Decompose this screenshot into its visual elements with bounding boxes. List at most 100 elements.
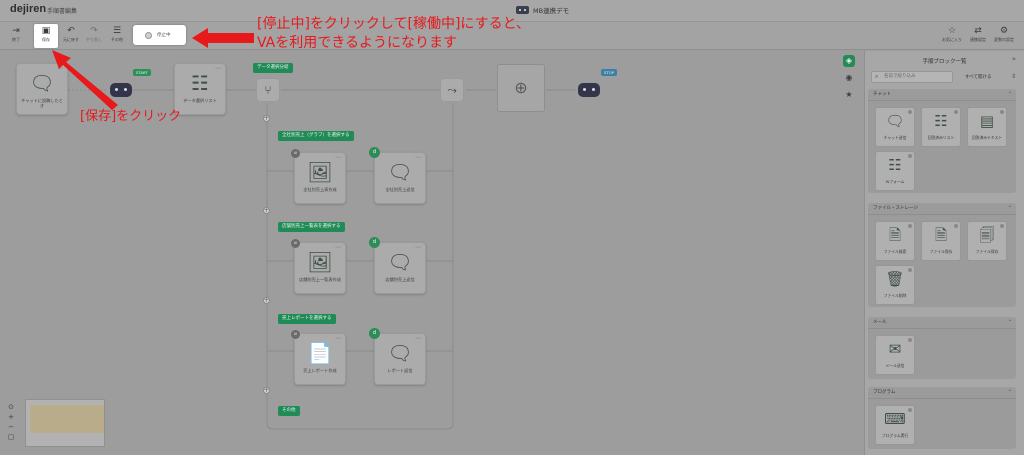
undo-button[interactable]: ↶ 元に戻す [59,24,83,48]
undo-icon: ↶ [67,26,75,36]
insert-plus-icon[interactable]: + [263,387,270,394]
chat-bubble-icon: 🗨 [387,250,413,274]
more-icon[interactable]: ⋯ [415,154,421,161]
file-copy-icon: 🗐 [979,226,995,244]
insert-plus-icon[interactable]: + [263,115,270,122]
terminal-icon: ⌨ [884,410,906,428]
editor-toolbar: ⇥ 終了 ▣ 保存 ↶ 元に戻す ↷ やり直し ☰ その他 停止中 ☆ お気に入… [0,22,1024,50]
variable-settings-button[interactable]: ⚙ 変数の設定 [994,26,1014,42]
file-download-icon: 🗎 [934,226,948,244]
node-store-sales-create[interactable]: AI ⋯ 🖼 店舗別売上一覧表作成 [291,239,346,294]
ai-badge: AI [291,149,300,158]
node-chat-trigger[interactable]: ⋯ 🗨 チャットに投稿したとき [16,63,68,115]
exit-icon: ⇥ [12,26,20,36]
process-settings-button[interactable]: ⇄ 連携設定 [966,24,990,48]
star-icon: ☆ [947,26,957,36]
category-header[interactable]: ファイル・ストレージ ˄ [868,203,1016,215]
other-menu-button[interactable]: ☰ その他 [105,24,129,48]
insert-plus-icon[interactable]: + [263,207,270,214]
node-sales-report-create[interactable]: AI ⋯ 📄 売上レポート作成 [291,330,346,385]
block-file-delete[interactable]: 🗑 ファイル削除 [875,265,915,305]
dejiren-badge-icon: d [369,237,380,248]
data-branch-label[interactable]: データ選択分岐 [253,63,293,73]
block-file-store[interactable]: 🗐 ファイル保存 [967,221,1007,261]
collapse-icon[interactable]: » [1011,55,1016,63]
minimap-viewport[interactable] [30,405,104,433]
end-tag: STOP [601,69,618,76]
workflow-title[interactable]: MB連携デモ [516,5,569,15]
more-icon[interactable]: ⋯ [335,244,341,251]
block-mail-send[interactable]: ✉ メール送信 [875,335,915,375]
zoom-out-button[interactable]: − [8,423,14,431]
annotation-status-hint: [停止中]をクリックして[稼働中]にすると、 VAを利用できるようになります [257,16,531,51]
expand-all-link[interactable]: すべて開ける [965,75,992,80]
node-company-sales-reply[interactable]: d ⋯ 🗨 全社別売上返信 [369,147,426,204]
block-answered-text[interactable]: ▤ 回答済みテキスト [967,107,1007,147]
node-data-list[interactable]: ⋯ ☷ データ選択リスト [174,63,226,115]
block-program-run[interactable]: ⌨ プログラム実行 [875,405,915,445]
chevron-up-icon[interactable]: ˄ [1008,92,1012,98]
exit-button[interactable]: ⇥ 終了 [4,24,28,48]
menu-lines-icon: ☰ [112,26,122,36]
add-block-slot[interactable]: ⊕ [497,64,545,112]
app-logo[interactable]: dejiren [10,3,47,15]
variable-icon: ⚙ [999,26,1009,36]
category-header[interactable]: プログラム ˄ [868,387,1016,399]
toggle-knob [145,32,152,39]
bot-start-icon [110,83,132,97]
swap-arrows-icon: ⇄ [974,26,982,36]
chevron-up-icon[interactable]: ˄ [1008,390,1012,396]
lock-icon[interactable]: ▢ [7,433,15,441]
annotation-save-hint: [保存]をクリック [80,109,182,124]
chevron-up-icon[interactable]: ˄ [1008,206,1012,212]
star-icon[interactable]: ★ [845,90,853,99]
node-store-sales-reply[interactable]: d ⋯ 🗨 店舗別売上返信 [369,237,426,294]
bot-end-icon [578,83,600,97]
category-header[interactable]: メール ˄ [868,317,1016,329]
cube-icon[interactable]: ◈ [843,55,855,67]
favorites-button[interactable]: ☆ お気に入り [942,26,962,42]
chevron-up-icon[interactable]: ˄ [1008,320,1012,326]
connector-lines [68,89,576,430]
redo-icon: ↷ [90,26,98,36]
insert-plus-icon[interactable]: + [263,297,270,304]
plus-circle-icon: ⊕ [514,78,528,97]
branch-company[interactable]: 全社別売上（グラフ）を選択する [278,131,354,141]
block-file-search[interactable]: 🗎 ファイル検索 [875,221,915,261]
chat-bubble-icon: 🗨 [387,341,413,365]
ai-chip-icon[interactable]: ◉ [845,73,853,82]
more-icon[interactable]: ⋯ [215,65,221,72]
redo-button[interactable]: ↷ やり直し [82,24,106,48]
branch-split-node[interactable]: ⑂ [256,78,280,102]
status-toggle[interactable]: 停止中 [133,25,186,45]
branch-merge-node[interactable]: ⤳ [440,78,464,102]
workflow-canvas[interactable]: ⋯ 🗨 チャットに投稿したとき START ⋯ ☷ データ選択リスト ⑂ データ… [0,51,862,455]
form-icon: ☷ [888,156,902,174]
more-icon[interactable]: ⋯ [57,65,63,72]
ai-badge: AI [291,239,300,248]
list-form-icon: ☷ [934,112,948,130]
more-icon[interactable]: ⋯ [415,335,421,342]
branch-store[interactable]: 店舗別売上一覧表を選択する [278,222,345,232]
category-header[interactable]: チャット ˄ [868,89,1016,101]
search-icon: ⌕ [875,73,879,80]
block-w-form[interactable]: ☷ Wフォーム [875,151,915,191]
block-file-save[interactable]: 🗎 ファイル保存 [921,221,961,261]
branch-other[interactable]: その他 [278,406,300,416]
zoom-in-button[interactable]: + [8,413,14,421]
save-button[interactable]: ▣ 保存 [34,24,58,48]
node-report-reply[interactable]: d ⋯ 🗨 レポート返信 [369,328,426,385]
fit-view-icon[interactable]: ⊙ [8,403,14,411]
block-search-input[interactable]: ⌕ 名前で絞り込み [871,71,953,83]
ai-badge: AI [291,330,300,339]
more-icon[interactable]: ⋯ [415,244,421,251]
branch-report[interactable]: 売上レポートを選択する [278,314,336,324]
block-chat-send[interactable]: 🗨 チャット送信 [875,107,915,147]
more-icon[interactable]: ⋯ [335,154,341,161]
minimap[interactable] [25,399,105,447]
expand-icon[interactable]: ⇕ [1011,73,1017,80]
more-icon[interactable]: ⋯ [335,335,341,342]
block-answered-list[interactable]: ☷ 回答済みリスト [921,107,961,147]
floppy-disk-icon: ▣ [41,26,51,36]
node-company-sales-create[interactable]: AI ⋯ 🖼 全社別売上表作成 [291,149,346,204]
